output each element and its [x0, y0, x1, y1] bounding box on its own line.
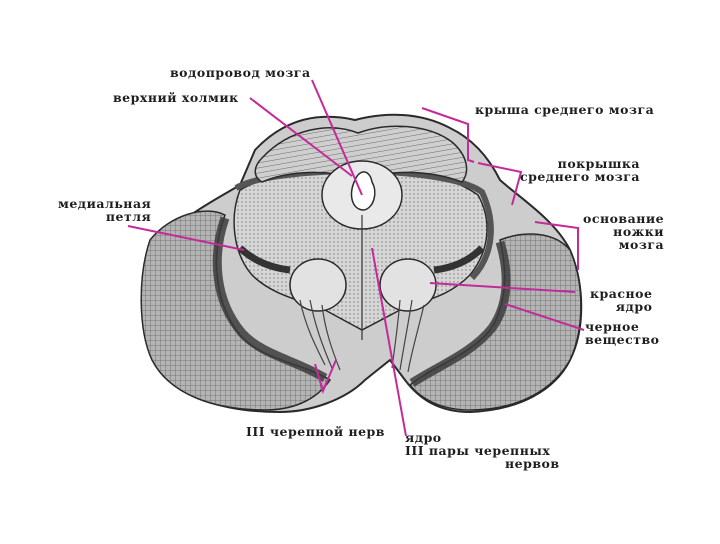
label-medial-lemniscus-line2: петля	[58, 210, 151, 223]
label-crus-base-line3: мозга	[583, 238, 664, 251]
label-nucleus-line3: нервов	[405, 457, 560, 470]
label-nucleus: ядро III пары черепных нервов	[405, 431, 560, 470]
label-superior-colliculus: верхний холмик	[113, 91, 239, 104]
label-tegmentum-line2: среднего мозга	[520, 170, 640, 183]
label-crus-base: основание ножки мозга	[583, 212, 664, 251]
label-red-nucleus-line2: ядро	[590, 300, 652, 313]
label-substantia-nigra: черное вещество	[585, 320, 660, 346]
label-red-nucleus: красное ядро	[590, 287, 652, 313]
red-nucleus-right	[380, 259, 436, 311]
red-nucleus-left	[290, 259, 346, 311]
label-cranial-nerve: III черепной нерв	[246, 425, 385, 438]
label-tegmentum: покрышка среднего мозга	[520, 157, 640, 183]
label-substantia-nigra-line2: вещество	[585, 333, 660, 346]
label-aqueduct: водопровод мозга	[170, 66, 311, 79]
label-medial-lemniscus: медиальная петля	[58, 197, 151, 223]
label-tectum: крыша среднего мозга	[475, 103, 654, 116]
